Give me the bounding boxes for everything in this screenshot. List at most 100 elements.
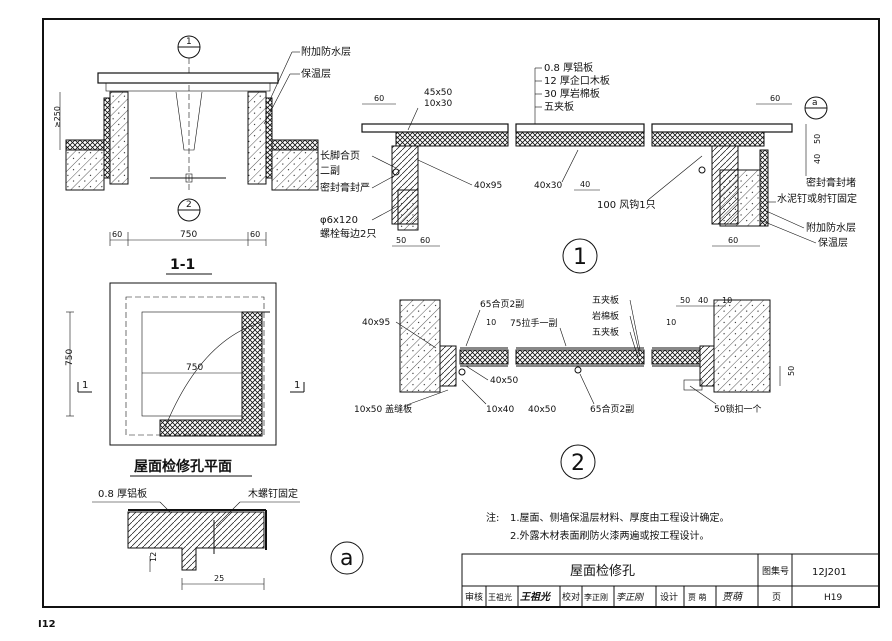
d2-ply-1: 五夹板 [592, 294, 619, 306]
d2-dim-50a: 50 [680, 296, 690, 305]
label-insulation: 保温层 [301, 67, 331, 80]
sheet-frame [42, 18, 880, 608]
dim-height: ≥250 [53, 106, 62, 128]
detail-2-label: 2 [571, 451, 585, 476]
designer: 贾 萌 [688, 592, 707, 602]
section-marker-bottom-text: 2 [186, 200, 192, 210]
notes-prefix: 注: [486, 511, 499, 524]
review-label: 审核 [465, 591, 483, 603]
detail-1-label-circle [562, 238, 598, 274]
d1-dim-45x50: 45x50 [424, 88, 453, 98]
d1-dim-40x95: 40x95 [474, 181, 502, 191]
check-sign: 李正刚 [616, 592, 645, 603]
reviewer: 王祖光 [488, 592, 512, 602]
check-label: 校对 [562, 591, 580, 603]
page-label: 页 [772, 592, 781, 603]
plan-view: 750 750 1 1 屋面检修孔平面 [65, 282, 305, 477]
da-dim-25: 25 [214, 574, 224, 583]
detail-2: 40x95 65合页2副 10 75拉手一副 40x50 10x50 盖缝板 1… [354, 294, 796, 480]
roof-slab-right [271, 149, 319, 191]
detail-2-label-circle [560, 444, 596, 480]
d1-insulation-right: 保温层 [818, 236, 848, 249]
d1-dim-60-right: 60 [770, 94, 780, 103]
d1-dim-60-a: 60 [420, 236, 430, 245]
title-block: 屋面检修孔 图集号 12J201 页 H19 审核 王祖光 王祖光 校对 李正刚… [461, 553, 880, 608]
drawing-title: 屋面检修孔 [570, 564, 635, 579]
da-label-alu: 0.8 厚铝板 [98, 487, 147, 500]
review-sign: 王祖光 [520, 591, 551, 603]
d2-dim-10a: 10 [722, 296, 732, 305]
d1-nail-right: 水泥钉或射钉固定 [777, 192, 857, 205]
detail-a: 0.8 厚铝板 木螺钉固定 12 25 a [92, 487, 364, 590]
curb-left [109, 91, 129, 185]
d2-dim-10b: 10 [666, 318, 676, 327]
da-label-nail: 木螺钉固定 [248, 487, 298, 500]
label-waterproof: 附加防水层 [301, 45, 351, 58]
notes-line-1: 1.屋面、侧墙保温层材料、厚度由工程设计确定。 [510, 511, 730, 524]
layer-rockwool: 30 厚岩棉板 [544, 87, 600, 100]
dim-left: 60 [112, 230, 122, 239]
d1-bolt-2: 螺栓每边2只 [320, 227, 376, 240]
d2-seam-board: 10x50 盖缝板 [354, 403, 412, 415]
d1-hook: 100 风钩1只 [597, 199, 656, 211]
layer-wood: 12 厚企口木板 [544, 74, 610, 87]
notes-line-2: 2.外露木材表面刷防火漆两遍或按工程设计。 [510, 529, 710, 542]
d2-lock: 50锁扣一个 [714, 403, 761, 415]
d1-seal-right: 密封膏封堵 [806, 176, 856, 189]
notes: 注: 1.屋面、侧墙保温层材料、厚度由工程设计确定。 2.外露木材表面刷防火漆两… [486, 511, 730, 542]
d2-dim-40x50-a: 40x50 [490, 376, 519, 386]
plan-outer [109, 282, 277, 446]
plan-title: 屋面检修孔平面 [134, 458, 232, 475]
d1-bolt-1: φ6x120 [320, 215, 358, 226]
d1-hinge-2: 二副 [320, 165, 340, 177]
d1-dim-60-left: 60 [374, 94, 384, 103]
dim-mid: 750 [180, 230, 197, 240]
da-board [127, 511, 265, 571]
plan-dim-750-v: 750 [65, 349, 75, 366]
d2-dim-40a: 40 [698, 296, 708, 305]
design-label: 设计 [660, 591, 678, 603]
footer-page-number: I12 [38, 619, 56, 630]
detail-a-marker-text: a [812, 98, 818, 108]
roof-slab-left [65, 149, 105, 191]
detail-a-label-circle [330, 541, 364, 575]
d1-dim-50-v: 50 [813, 134, 822, 144]
d2-dim-50-v: 50 [787, 366, 796, 376]
detail-a-label: a [340, 546, 353, 571]
d2-hinge-bottom: 65合页2副 [590, 403, 634, 415]
curb-right [247, 91, 267, 185]
atlas-label: 图集号 [762, 565, 789, 577]
d1-waterproof-right: 附加防水层 [806, 221, 856, 234]
section-title: 1-1 [170, 257, 195, 273]
d2-dim-40x50-b: 40x50 [528, 405, 557, 415]
detail-1-label: 1 [573, 245, 587, 270]
plan-cut-right: 1 [294, 380, 300, 391]
d1-dim-40x30: 40x30 [534, 181, 563, 191]
d1-hinge-1: 长脚合页 [320, 149, 360, 162]
section-1-1: 1 附加防水层 保温层 ≥250 2 [53, 35, 351, 275]
detail-1: 0.8 厚铝板 12 厚企口木板 30 厚岩棉板 五夹板 60 45x50 10… [320, 61, 857, 274]
d2-hinge-top: 65合页2副 [480, 298, 524, 310]
lid-board [97, 72, 279, 84]
d2-dim-10x40: 10x40 [486, 405, 515, 415]
d2-dim-40x95: 40x95 [362, 318, 390, 328]
layer-plywood: 五夹板 [544, 100, 574, 113]
checker: 李正刚 [584, 592, 608, 602]
da-dim-12: 12 [149, 552, 158, 562]
d1-dim-60-b: 60 [728, 236, 738, 245]
d1-dim-50: 50 [396, 236, 406, 245]
d2-ply-3: 五夹板 [592, 326, 619, 338]
section-marker-top-text: 1 [186, 37, 192, 47]
dim-right: 60 [250, 230, 260, 239]
design-sign: 贾萌 [722, 591, 744, 603]
page-no: H19 [824, 593, 842, 603]
d1-dim-40-v: 40 [813, 154, 822, 164]
plan-dim-750-h: 750 [186, 363, 203, 373]
d2-ply-2: 岩棉板 [592, 310, 619, 322]
plan-cut-left: 1 [82, 380, 88, 391]
d1-dim-40: 40 [580, 180, 590, 189]
d1-seal: 密封膏封严 [320, 181, 370, 194]
d2-handle: 75拉手一副 [510, 317, 557, 329]
d2-dim-10: 10 [486, 318, 496, 327]
